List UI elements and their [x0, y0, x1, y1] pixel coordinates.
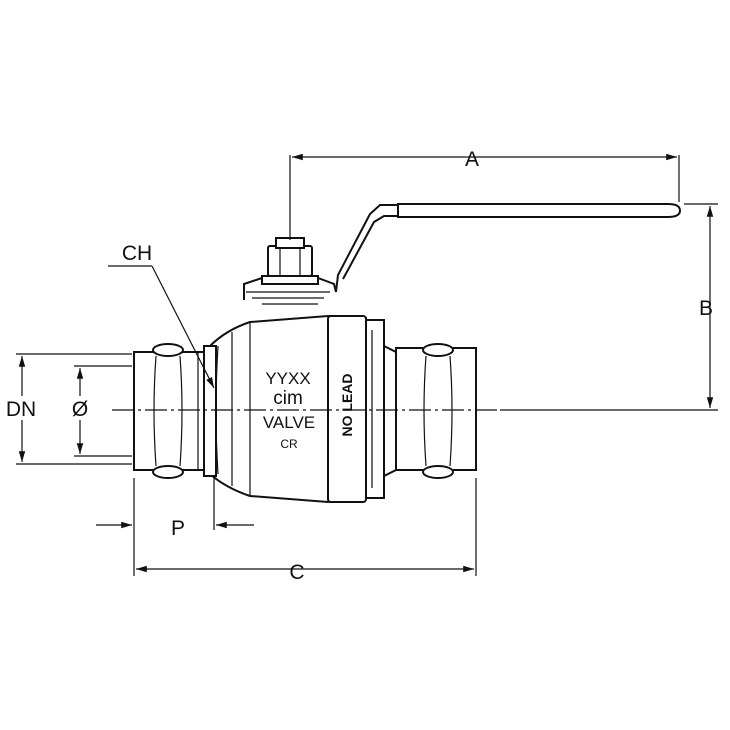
leader-ch: CH	[108, 242, 215, 389]
dimension-b: B	[500, 203, 718, 411]
marking-cim: cim	[273, 388, 303, 409]
dimension-p: P	[96, 478, 254, 540]
lever-handle	[243, 203, 682, 300]
label-b: B	[699, 297, 713, 320]
stem-nut	[252, 237, 324, 305]
left-press-fitting	[133, 343, 217, 479]
label-a: A	[465, 148, 479, 171]
right-union	[365, 319, 477, 499]
dimension-diameter: Ø	[68, 365, 132, 457]
dimension-c: C	[133, 478, 477, 584]
label-diameter: Ø	[72, 398, 88, 421]
label-p: P	[171, 517, 185, 540]
label-dn: DN	[6, 398, 36, 421]
marking-no-lead: NO LEAD	[339, 374, 355, 437]
dimension-a: A	[292, 148, 680, 202]
label-ch: CH	[122, 242, 152, 265]
dimension-dn: DN	[0, 353, 132, 465]
marking-cr: CR	[280, 437, 298, 451]
valve-body	[209, 314, 367, 504]
marking-yyxx: YYXX	[265, 369, 310, 388]
marking-valve: VALVE	[263, 413, 315, 432]
label-c: C	[289, 561, 304, 584]
